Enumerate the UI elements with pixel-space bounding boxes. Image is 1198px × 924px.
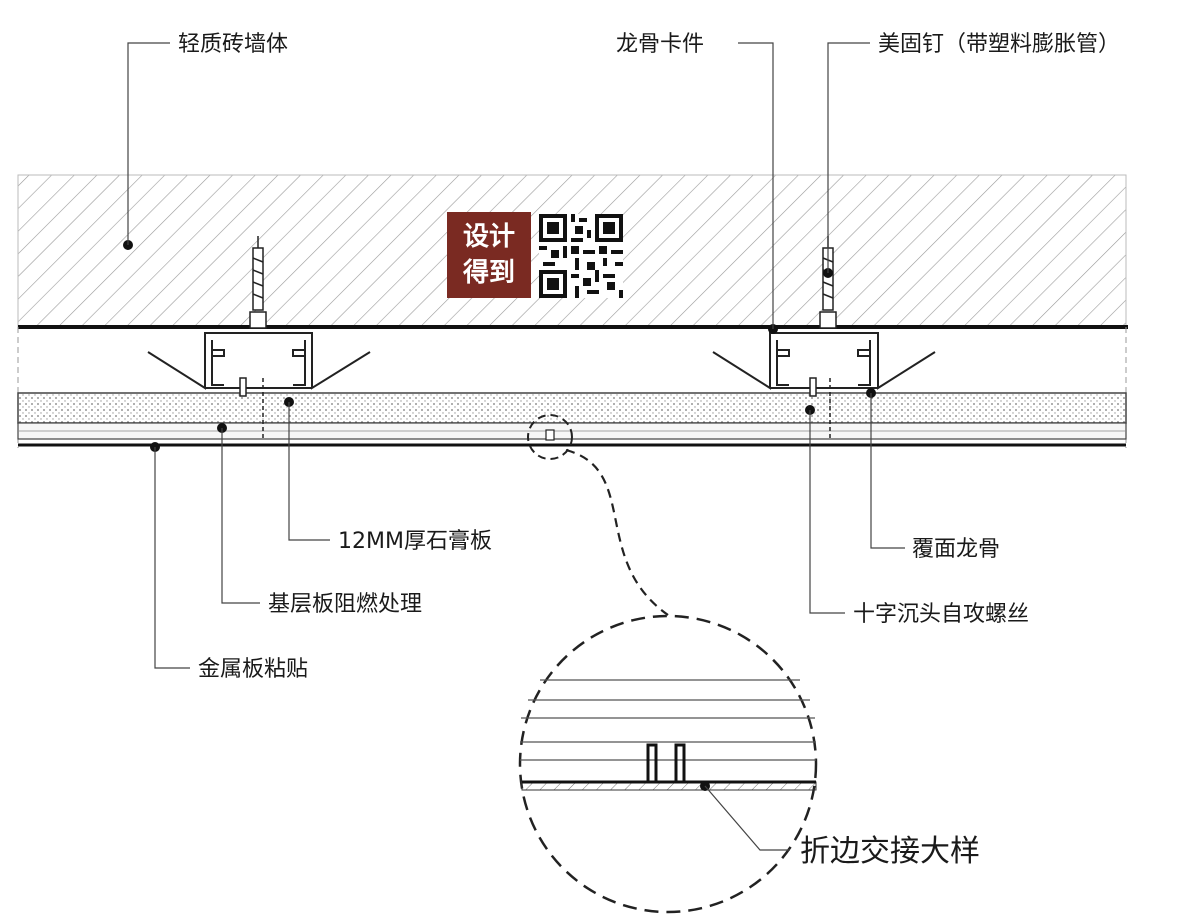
anchor-nail-left [249,236,267,329]
label-keel-clip: 龙骨卡件 [616,32,704,57]
label-wall: 轻质砖墙体 [178,32,288,57]
label-base-board: 基层板阻燃处理 [268,592,422,617]
gypsum-board [17,392,1127,424]
watermark-logo: 设计 得到 [447,212,531,298]
detail-callout-circle [527,414,573,460]
detail-enlarged-circle [518,614,818,914]
label-metal-panel: 金属板粘贴 [198,657,308,682]
label-detail-title: 折边交接大样 [800,834,980,869]
detail-leader-curve [565,448,669,616]
keel-assembly-left [147,332,371,390]
label-cover-keel: 覆面龙骨 [912,537,1000,562]
detail-enlarged-content [520,679,817,851]
keel-assembly-right [712,332,936,390]
watermark-badge: 设计 得到 [447,212,625,298]
watermark-logo-line2: 得到 [462,258,515,288]
watermark-logo-line1: 设计 [462,222,515,252]
label-screw: 十字沉头自攻螺丝 [853,602,1029,627]
label-gypsum-board: 12MM厚石膏板 [338,529,492,554]
qr-code-icon [539,214,623,298]
label-anchor-nail: 美固钉（带塑料膨胀管） [878,32,1120,57]
